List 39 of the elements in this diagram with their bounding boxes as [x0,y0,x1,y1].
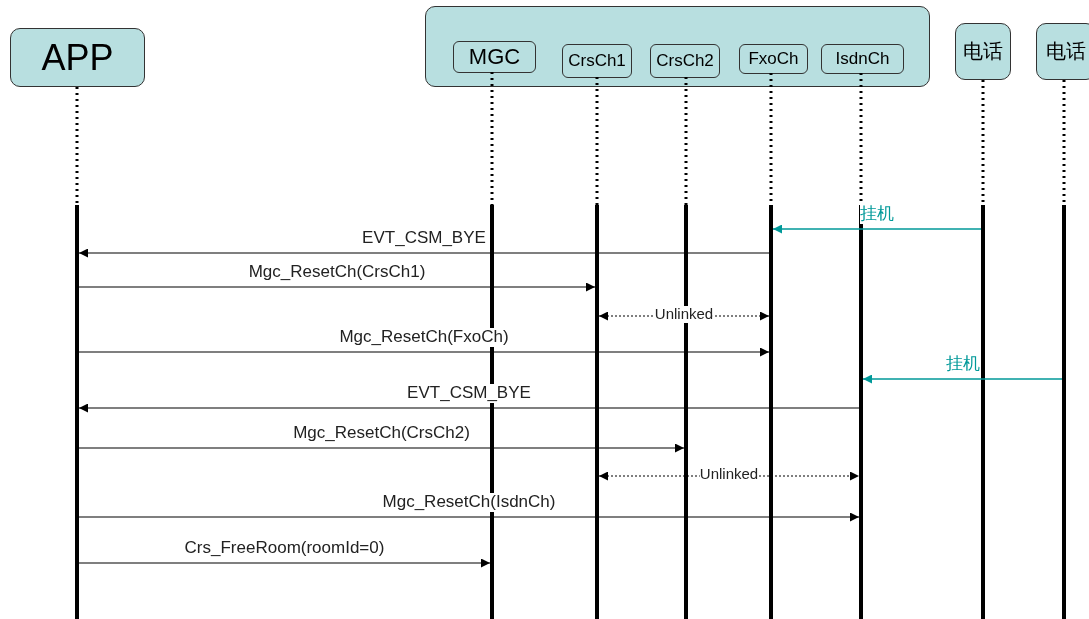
lifeline-bar [595,205,599,619]
arrow [772,224,982,234]
message-label: EVT_CSM_BYE [362,229,486,248]
message-label: Unlinked [654,306,714,323]
participant-box: MGC [453,41,536,73]
message-label: 挂机 [860,205,894,224]
lifeline-bar [769,205,773,619]
arrow [78,443,685,453]
arrow [78,512,860,522]
arrow [78,282,596,292]
arrow [78,558,491,568]
dotted-line [684,77,688,205]
dotted-line [1062,80,1066,205]
participant-box: 电话 [1036,23,1089,80]
dotted-line [981,80,985,205]
lifeline-bar [75,205,79,619]
dotted-line [595,77,599,205]
participant-box: CrsCh1 [562,44,632,78]
message-label: Mgc_ResetCh(CrsCh1) [248,263,426,282]
dotted-line [75,87,79,205]
message-label: EVT_CSM_BYE [407,384,531,403]
arrow [78,248,770,258]
participant-box: IsdnCh [821,44,904,74]
message-label: 挂机 [945,355,980,374]
message-label: Crs_FreeRoom(roomId=0) [184,539,385,558]
message-label: Mgc_ResetCh(CrsCh2) [293,424,470,443]
message-label: Mgc_ResetCh(IsdnCh) [382,493,556,512]
message-label: Mgc_ResetCh(FxoCh) [339,328,509,347]
lifeline-bar [1062,205,1066,619]
arrow [78,403,860,413]
dotted-line [490,72,494,205]
lifeline-bar [981,205,985,619]
participant-box: APP [10,28,145,87]
arrow [78,347,770,357]
arrow [862,374,1063,384]
participant-box: FxoCh [739,44,808,74]
group-box [425,6,930,87]
participant-box: CrsCh2 [650,44,720,78]
participant-box: 电话 [955,23,1011,80]
